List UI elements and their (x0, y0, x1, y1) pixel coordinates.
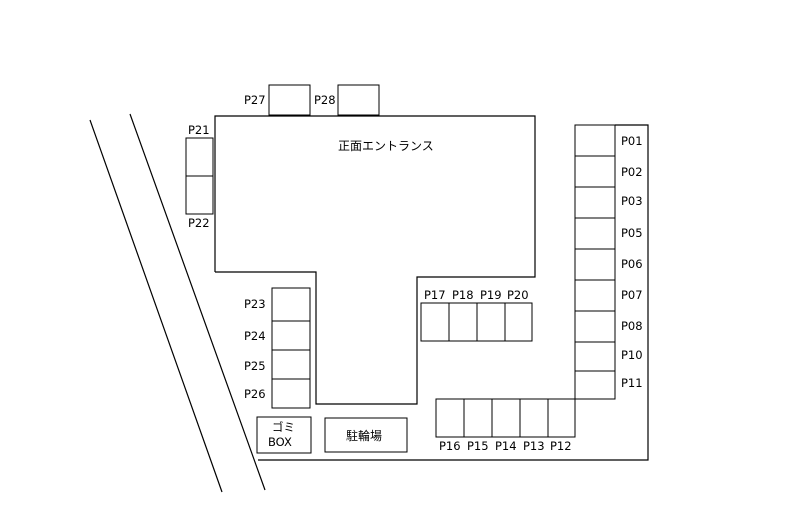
slot-P01 (574, 124, 616, 157)
slot-P28 (337, 84, 380, 116)
slot-P12 (547, 398, 576, 438)
slot-label-P01: P01 (621, 134, 643, 148)
slot-label-P23: P23 (244, 297, 266, 311)
slot-P16 (435, 398, 465, 438)
bicycle-parking-label: 駐輪場 (346, 428, 382, 443)
slot-P08 (574, 310, 616, 343)
slot-label-P24: P24 (244, 329, 266, 343)
slot-label-P20: P20 (507, 288, 529, 302)
slot-P25 (271, 349, 311, 380)
slot-P26 (271, 378, 311, 409)
slot-P23 (271, 287, 311, 322)
slot-P06 (574, 248, 616, 281)
bicycle-parking (324, 417, 408, 453)
slot-P21 (185, 137, 214, 177)
slot-label-P16: P16 (439, 439, 461, 453)
slot-P07 (574, 279, 616, 312)
slot-P24 (271, 320, 311, 351)
slot-label-P14: P14 (495, 439, 517, 453)
slot-P17 (420, 302, 450, 342)
slot-label-P15: P15 (467, 439, 489, 453)
slot-P18 (448, 302, 478, 342)
slot-label-P27: P27 (244, 93, 266, 107)
garbage-box-label-1: ゴミ (272, 420, 295, 434)
slot-label-P02: P02 (621, 165, 643, 179)
slot-P11 (574, 370, 616, 400)
building-label: 正面エントランス (338, 139, 434, 153)
slot-label-P03: P03 (621, 194, 643, 208)
garbage-box (256, 416, 312, 454)
slot-P10 (574, 341, 616, 372)
slot-P02 (574, 155, 616, 188)
garbage-box-label-2: BOX (268, 435, 292, 449)
slot-P19 (476, 302, 506, 342)
building-outline (214, 115, 536, 405)
slot-label-P13: P13 (523, 439, 545, 453)
slot-label-P12: P12 (550, 439, 572, 453)
slot-label-P22: P22 (188, 216, 210, 230)
slot-label-P19: P19 (480, 288, 502, 302)
slot-P13 (519, 398, 549, 438)
slot-P20 (504, 302, 533, 342)
slot-P03 (574, 186, 616, 219)
slot-label-P08: P08 (621, 319, 643, 333)
road-edge-right (129, 113, 266, 491)
slot-P15 (463, 398, 493, 438)
slot-label-P11: P11 (621, 376, 643, 390)
slot-P22 (185, 175, 214, 215)
road-edge-left (89, 119, 223, 493)
slot-label-P21: P21 (188, 123, 210, 137)
slot-label-P17: P17 (424, 288, 446, 302)
slot-P27 (268, 84, 311, 116)
lot-boundary (258, 124, 649, 461)
slot-label-P05: P05 (621, 226, 643, 240)
slot-label-P10: P10 (621, 348, 643, 362)
slot-label-P07: P07 (621, 288, 643, 302)
slot-label-P18: P18 (452, 288, 474, 302)
slot-P14 (491, 398, 521, 438)
slot-label-P06: P06 (621, 257, 643, 271)
slot-label-P25: P25 (244, 359, 266, 373)
slot-P05 (574, 217, 616, 250)
slot-label-P26: P26 (244, 387, 266, 401)
slot-label-P28: P28 (314, 93, 336, 107)
